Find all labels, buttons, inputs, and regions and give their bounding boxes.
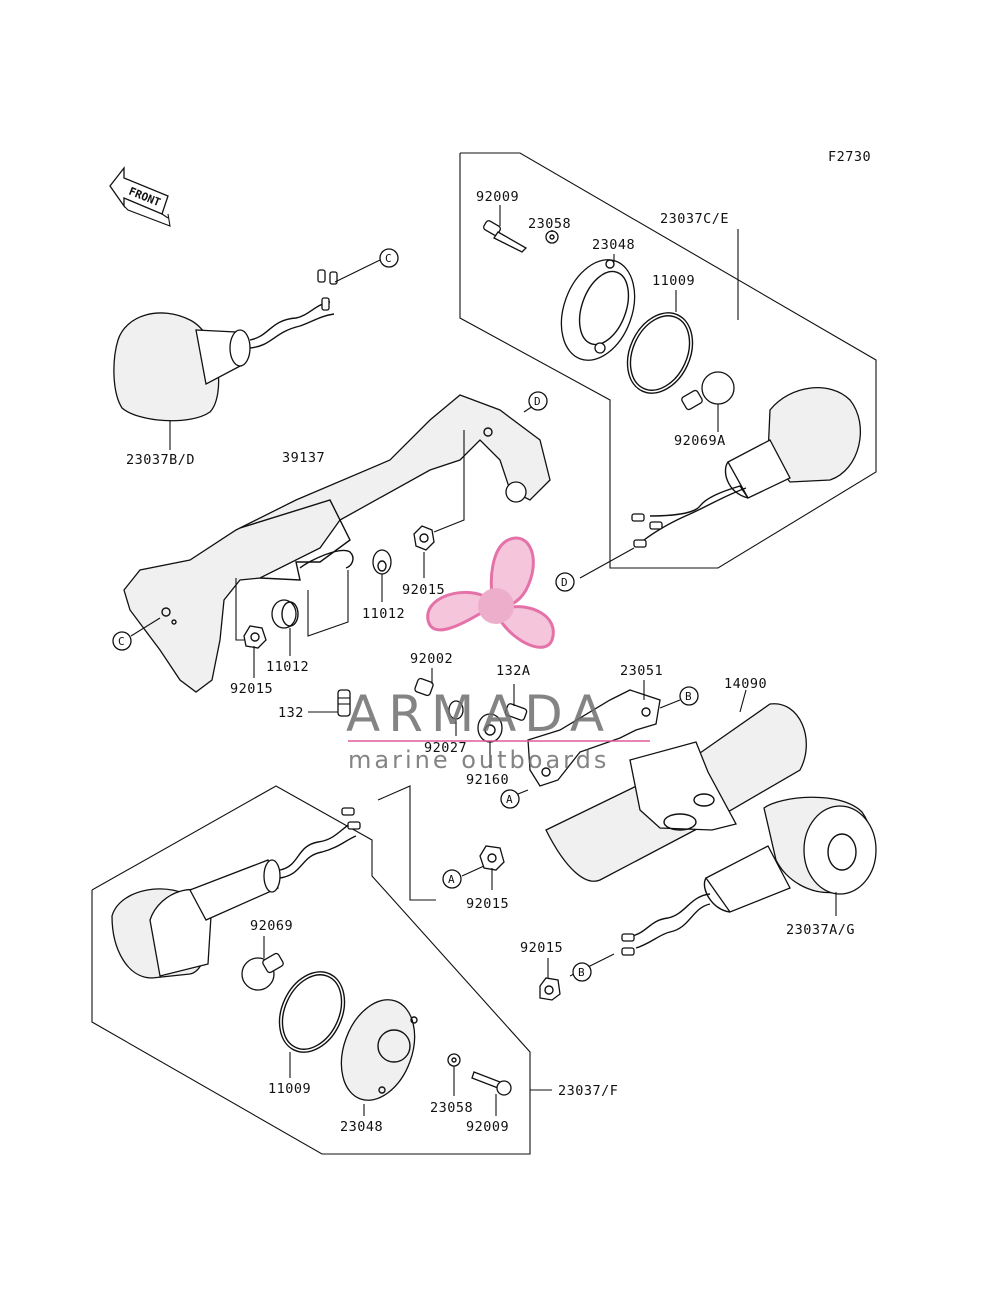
washer-23058-bottom — [447, 1053, 461, 1067]
watermark-tagline: marine outboards — [348, 746, 609, 774]
label-14090: 14090 — [724, 676, 767, 692]
hardware-left — [243, 525, 435, 717]
label-92009-top: 92009 — [476, 189, 519, 205]
leader-lines — [169, 205, 739, 1116]
label-23037ag: 23037A/G — [786, 922, 855, 938]
ref-circle-a-bracket: A — [500, 789, 520, 809]
svg-text:D: D — [561, 576, 568, 589]
bulb-92069a — [681, 371, 735, 411]
o-ring-11009-top — [626, 312, 694, 394]
ref-circle-c-left: C — [112, 617, 161, 651]
label-132a: 132A — [496, 663, 531, 679]
ref-circle-d-right: D — [555, 572, 575, 592]
label-23058-bottom: 23058 — [430, 1100, 473, 1116]
label-92009-bottom: 92009 — [466, 1119, 509, 1135]
lens-rim-23048-top — [560, 259, 636, 361]
label-92015-c: 92015 — [466, 896, 509, 912]
fender-14090 — [545, 689, 807, 882]
label-23051: 23051 — [620, 663, 663, 679]
front-arrow-icon: FRONT — [109, 166, 171, 227]
label-92002: 92002 — [410, 651, 453, 667]
svg-text:B: B — [685, 690, 692, 703]
label-11012-a: 11012 — [362, 606, 405, 622]
bracket-39137 — [123, 394, 551, 693]
svg-text:B: B — [578, 966, 585, 979]
label-23048-top: 23048 — [592, 237, 635, 253]
nut-92015-c — [479, 845, 505, 871]
front-left-signal-group — [91, 785, 552, 1155]
label-39137: 39137 — [282, 450, 325, 466]
label-92027: 92027 — [424, 740, 467, 756]
rear-right-signal-group — [459, 152, 877, 579]
svg-text:A: A — [506, 793, 513, 806]
figure-code: F2730 — [828, 149, 871, 165]
turn-signal-23037ag — [569, 796, 877, 977]
ref-circle-c-top: C — [379, 248, 399, 268]
bracket-23051 — [507, 689, 681, 799]
bulb-92069 — [241, 952, 284, 991]
ref-circle-d-top: D — [528, 391, 548, 411]
ref-circle-a-bottom: A — [442, 869, 462, 889]
label-23037f: 23037/F — [558, 1083, 618, 1099]
label-23058-top: 23058 — [528, 216, 571, 232]
label-92015-a: 92015 — [402, 582, 445, 598]
watermark-name: ARMADA — [346, 685, 612, 743]
label-92015-d: 92015 — [520, 940, 563, 956]
label-23048-bottom: 23048 — [340, 1119, 383, 1135]
label-92015-b: 92015 — [230, 681, 273, 697]
armada-watermark: ARMADA marine outboards — [346, 536, 650, 774]
label-92069: 92069 — [250, 918, 293, 934]
svg-text:A: A — [448, 873, 455, 886]
ref-circle-b-bottom: B — [572, 962, 592, 982]
washer-23058-top — [545, 230, 559, 244]
turn-signal-23037bd — [113, 259, 381, 422]
ref-circle-b-bracket: B — [679, 686, 699, 706]
propeller-logo-icon — [426, 536, 555, 649]
label-92069a: 92069A — [674, 433, 726, 449]
turn-signal-23037f — [111, 807, 361, 979]
label-11009-top: 11009 — [652, 273, 695, 289]
label-23037bd: 23037B/D — [126, 452, 195, 468]
svg-text:D: D — [534, 395, 541, 408]
nut-92015-d — [539, 977, 561, 1001]
turn-signal-23037ce — [631, 387, 862, 548]
o-ring-11009-bottom — [278, 971, 346, 1053]
screw-92009-top — [483, 220, 528, 253]
label-92160: 92160 — [466, 772, 509, 788]
screw-92009-bottom — [471, 1071, 512, 1096]
label-11009-bottom: 11009 — [268, 1081, 311, 1097]
svg-text:C: C — [385, 252, 392, 265]
label-132: 132 — [278, 705, 304, 721]
label-23037ce: 23037C/E — [660, 211, 729, 227]
hardware-center — [414, 677, 528, 743]
lens-23048-bottom — [340, 999, 418, 1101]
svg-text:C: C — [118, 635, 125, 648]
label-11012-b: 11012 — [266, 659, 309, 675]
